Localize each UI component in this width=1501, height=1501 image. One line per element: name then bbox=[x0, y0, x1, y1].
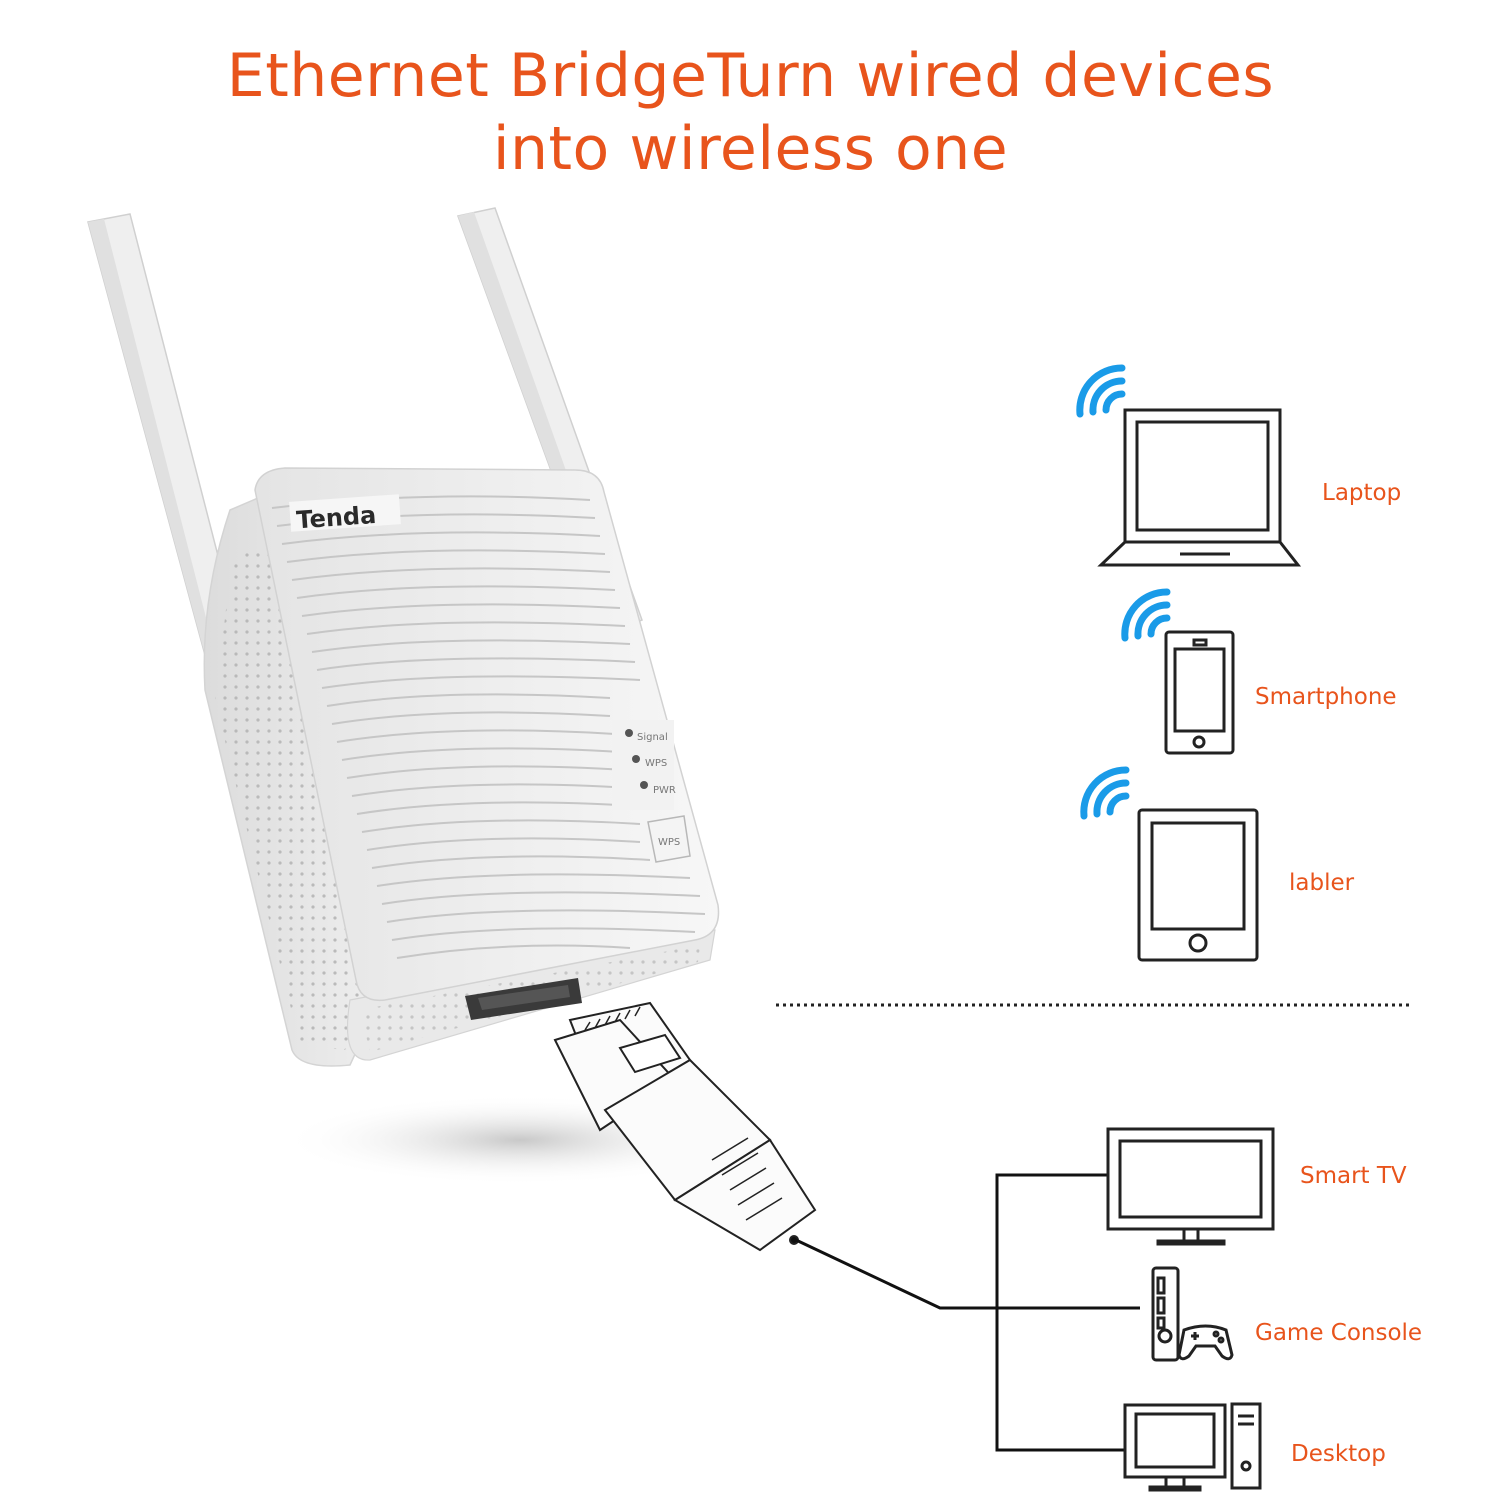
smartphone-group bbox=[1121, 588, 1235, 755]
desktop-icon bbox=[1123, 1402, 1262, 1492]
tablet-group bbox=[1080, 766, 1259, 962]
led-label-wps: WPS bbox=[645, 758, 667, 769]
label-desktop: Desktop bbox=[1291, 1441, 1386, 1467]
tenda-logo: Tenda bbox=[289, 494, 401, 534]
headline-line-1: Ethernet BridgeTurn wired devices bbox=[226, 41, 1275, 111]
laptop-group bbox=[1076, 364, 1302, 567]
tv-icon bbox=[1106, 1127, 1275, 1246]
led-label-signal: Signal bbox=[637, 732, 668, 743]
led-indicators: Signal WPS PWR bbox=[612, 720, 676, 810]
ethernet-plug bbox=[553, 1001, 817, 1252]
wired-connections bbox=[795, 1173, 1140, 1452]
led-label-pwr: PWR bbox=[653, 785, 676, 796]
wps-button: WPS bbox=[647, 815, 691, 863]
wps-button-label: WPS bbox=[658, 837, 680, 848]
wifi-icon bbox=[1121, 588, 1171, 642]
brand-text: Tenda bbox=[295, 501, 377, 535]
wifi-icon bbox=[1080, 766, 1130, 820]
headline-line-2: into wireless one bbox=[492, 114, 1009, 184]
wifi-icon bbox=[1076, 364, 1126, 418]
tablet-icon bbox=[1137, 808, 1259, 962]
range-extender-device: Tenda Signal WPS PWR WPS bbox=[87, 207, 817, 1252]
label-tablet: labler bbox=[1289, 870, 1355, 896]
label-game-console: Game Console bbox=[1255, 1320, 1423, 1346]
ethernet-port bbox=[465, 978, 582, 1020]
device-front bbox=[254, 467, 720, 1002]
headline: Ethernet BridgeTurn wired devices into w… bbox=[0, 40, 1501, 186]
game-console-icon bbox=[1151, 1266, 1234, 1362]
label-smart-tv: Smart TV bbox=[1300, 1163, 1407, 1189]
label-smartphone: Smartphone bbox=[1255, 684, 1397, 710]
laptop-icon bbox=[1097, 408, 1302, 567]
label-laptop: Laptop bbox=[1322, 480, 1402, 506]
smartphone-icon bbox=[1164, 630, 1235, 755]
